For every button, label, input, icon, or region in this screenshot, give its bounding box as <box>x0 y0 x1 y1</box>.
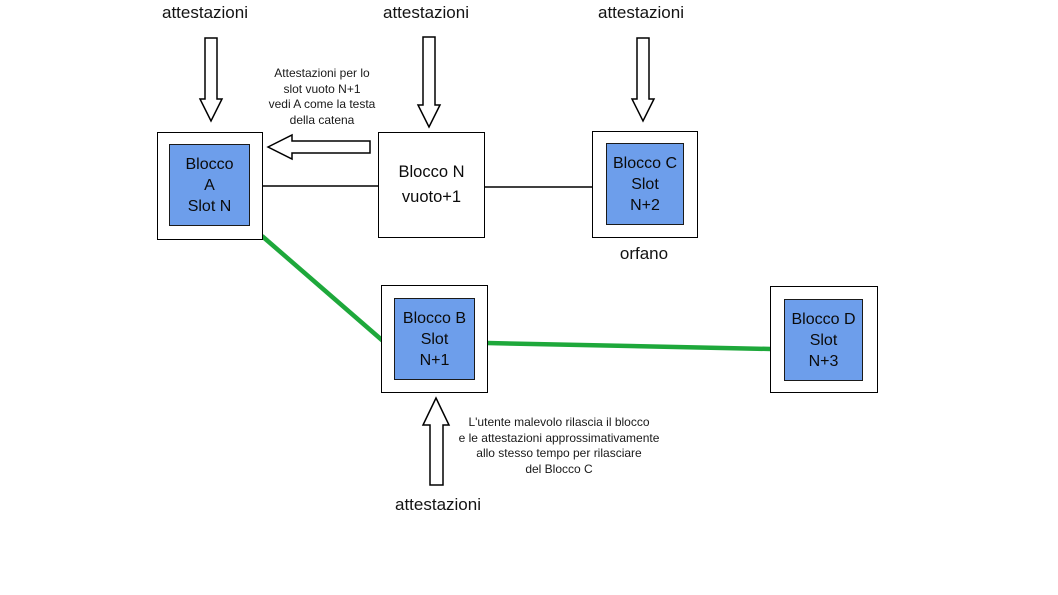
block-a-label: Blocco A Slot N <box>169 144 250 226</box>
block-a: Blocco A Slot N <box>157 132 263 240</box>
down-arrow-icon-right <box>630 37 656 123</box>
head-of-chain-note: Attestazioni per lo slot vuoto N+1 vedi … <box>268 66 376 127</box>
attestation-label-top-left: attestazioni <box>162 3 248 22</box>
block-b-label: Blocco B Slot N+1 <box>394 298 475 380</box>
block-c-label: Blocco C Slot N+2 <box>606 143 684 225</box>
block-d-label: Blocco D Slot N+3 <box>784 299 863 381</box>
attestation-label-bottom: attestazioni <box>395 495 481 514</box>
block-d: Blocco D Slot N+3 <box>770 286 878 393</box>
malicious-release-note: L'utente malevolo rilascia il blocco e l… <box>458 415 660 476</box>
green-link-b-d <box>486 340 772 352</box>
block-c: Blocco C Slot N+2 <box>592 131 698 238</box>
green-link-a-b <box>260 234 385 343</box>
block-n: Blocco N vuoto+1 <box>378 132 485 238</box>
attestation-label-top-right: attestazioni <box>598 3 684 22</box>
left-arrow-icon <box>266 133 371 161</box>
attestation-label-top-middle: attestazioni <box>383 3 469 22</box>
block-n-label: Blocco N vuoto+1 <box>398 163 465 206</box>
down-arrow-icon-left <box>198 37 224 123</box>
block-b: Blocco B Slot N+1 <box>381 285 488 393</box>
orphan-label: orfano <box>619 244 669 263</box>
down-arrow-icon-middle <box>416 36 442 129</box>
